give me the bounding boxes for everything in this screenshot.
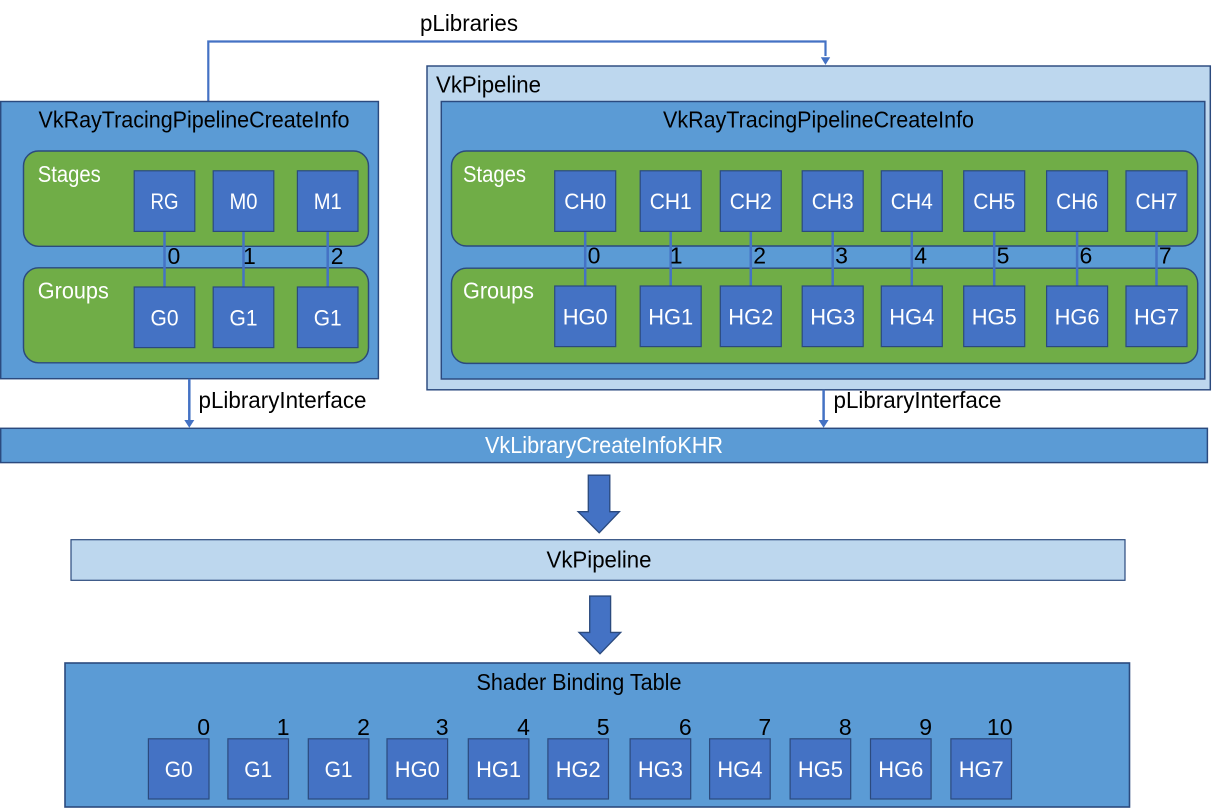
- svg-text:HG7: HG7: [959, 757, 1004, 782]
- svg-text:VkPipeline: VkPipeline: [436, 72, 541, 98]
- svg-text:HG6: HG6: [878, 757, 923, 782]
- svg-text:Groups: Groups: [463, 278, 534, 304]
- svg-text:HG3: HG3: [638, 757, 683, 782]
- svg-text:HG5: HG5: [972, 304, 1017, 329]
- svg-text:G1: G1: [230, 305, 258, 330]
- svg-text:5: 5: [997, 243, 1010, 269]
- svg-text:2: 2: [357, 714, 370, 740]
- svg-text:HG4: HG4: [889, 304, 934, 329]
- svg-text:G1: G1: [314, 305, 342, 330]
- svg-text:HG7: HG7: [1134, 304, 1179, 329]
- svg-text:HG3: HG3: [810, 304, 855, 329]
- svg-text:VkRayTracingPipelineCreateInfo: VkRayTracingPipelineCreateInfo: [39, 107, 350, 133]
- svg-text:0: 0: [197, 714, 210, 740]
- svg-text:Shader Binding Table: Shader Binding Table: [477, 669, 682, 695]
- svg-text:VkRayTracingPipelineCreateInfo: VkRayTracingPipelineCreateInfo: [663, 107, 974, 133]
- svg-text:Stages: Stages: [463, 161, 526, 187]
- svg-text:5: 5: [597, 714, 610, 740]
- svg-text:0: 0: [588, 243, 601, 269]
- svg-text:G0: G0: [151, 305, 179, 330]
- svg-text:7: 7: [758, 714, 771, 740]
- svg-text:CH7: CH7: [1136, 189, 1178, 214]
- svg-text:HG4: HG4: [717, 757, 762, 782]
- svg-text:VkLibraryCreateInfoKHR: VkLibraryCreateInfoKHR: [485, 432, 723, 458]
- svg-text:6: 6: [1080, 243, 1093, 269]
- svg-text:1: 1: [243, 243, 256, 269]
- svg-text:8: 8: [839, 714, 852, 740]
- svg-text:Groups: Groups: [38, 278, 109, 304]
- svg-text:1: 1: [670, 243, 683, 269]
- svg-text:RG: RG: [151, 189, 179, 214]
- svg-text:10: 10: [987, 714, 1013, 740]
- svg-text:Stages: Stages: [38, 161, 101, 187]
- svg-text:9: 9: [919, 714, 932, 740]
- svg-text:HG6: HG6: [1055, 304, 1100, 329]
- svg-text:4: 4: [517, 714, 530, 740]
- svg-text:HG1: HG1: [648, 304, 693, 329]
- svg-text:pLibraryInterface: pLibraryInterface: [834, 387, 1002, 413]
- svg-text:HG0: HG0: [563, 304, 608, 329]
- svg-text:G0: G0: [165, 757, 193, 782]
- svg-text:6: 6: [679, 714, 692, 740]
- svg-text:HG5: HG5: [798, 757, 843, 782]
- svg-text:CH1: CH1: [650, 189, 692, 214]
- svg-text:pLibraryInterface: pLibraryInterface: [199, 387, 367, 413]
- svg-text:HG2: HG2: [728, 304, 773, 329]
- svg-text:3: 3: [436, 714, 449, 740]
- svg-text:VkPipeline: VkPipeline: [547, 547, 652, 573]
- svg-text:CH4: CH4: [891, 189, 933, 214]
- svg-text:0: 0: [168, 243, 181, 269]
- svg-text:HG1: HG1: [476, 757, 521, 782]
- svg-text:1: 1: [277, 714, 290, 740]
- svg-text:CH3: CH3: [812, 189, 854, 214]
- svg-text:M0: M0: [230, 189, 258, 214]
- svg-text:CH6: CH6: [1056, 189, 1098, 214]
- svg-text:2: 2: [753, 243, 766, 269]
- svg-text:CH0: CH0: [564, 189, 606, 214]
- svg-text:2: 2: [331, 243, 344, 269]
- svg-text:CH2: CH2: [730, 189, 772, 214]
- svg-text:G1: G1: [325, 757, 353, 782]
- svg-text:CH5: CH5: [973, 189, 1015, 214]
- svg-text:3: 3: [835, 243, 848, 269]
- svg-text:7: 7: [1159, 243, 1172, 269]
- svg-text:HG2: HG2: [556, 757, 601, 782]
- svg-text:pLibraries: pLibraries: [420, 10, 518, 36]
- svg-text:4: 4: [914, 243, 927, 269]
- svg-text:G1: G1: [244, 757, 272, 782]
- svg-text:HG0: HG0: [395, 757, 440, 782]
- svg-text:M1: M1: [314, 189, 342, 214]
